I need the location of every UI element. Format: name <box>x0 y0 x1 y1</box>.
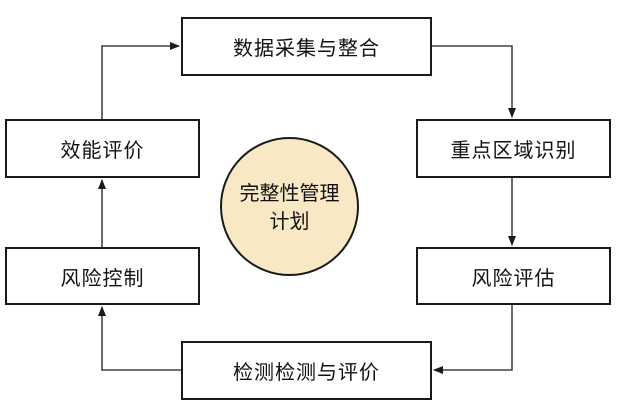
integrity-plan-circle: 完整性管理 计划 <box>220 137 359 276</box>
key-area-identification-box: 重点区域识别 <box>416 119 611 178</box>
data-collection-box: 数据采集与整合 <box>181 17 432 76</box>
key-area-identification-label: 重点区域识别 <box>450 138 577 162</box>
effectiveness-evaluation-label: 效能评价 <box>60 138 145 162</box>
risk-control-box: 风险控制 <box>5 247 200 305</box>
arrow-right2-to-bottom <box>433 305 513 374</box>
risk-assessment-label: 风险评估 <box>471 265 556 290</box>
arrow-left1-to-top <box>101 42 180 119</box>
integrity-plan-line2: 计划 <box>269 208 310 233</box>
arrow-top-to-right1 <box>432 45 516 118</box>
risk-assessment-box: 风险评估 <box>416 247 611 305</box>
inspection-evaluation-box: 检测检测与评价 <box>181 341 432 400</box>
integrity-plan-line1: 完整性管理 <box>239 180 340 205</box>
inspection-evaluation-label: 检测检测与评价 <box>233 360 380 384</box>
risk-control-label: 风险控制 <box>60 265 145 290</box>
effectiveness-evaluation-box: 效能评价 <box>5 119 200 178</box>
arrow-bottom-to-left2 <box>98 306 181 371</box>
data-collection-label: 数据采集与整合 <box>233 36 380 60</box>
